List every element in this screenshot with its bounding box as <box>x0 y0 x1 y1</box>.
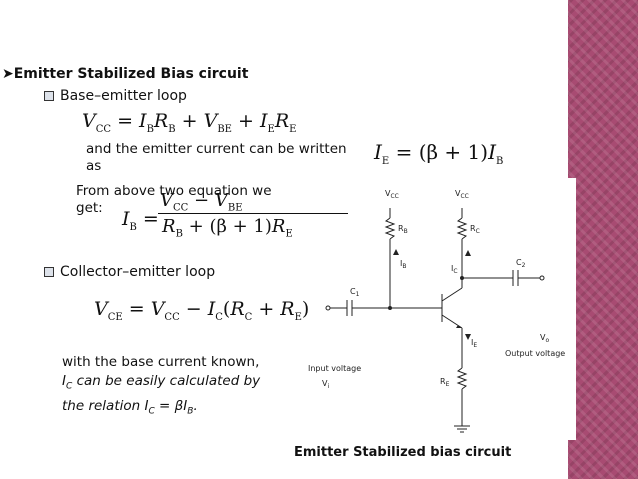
collector-emitter-title: Collector–emitter loop <box>60 264 216 280</box>
ib-label: IB <box>400 259 406 270</box>
circuit-caption: Emitter Stabilized bias circuit <box>294 445 512 460</box>
from-above-text: From above two equation we get: <box>76 183 272 217</box>
ie-label: IE <box>471 338 477 349</box>
input-voltage-label: Input voltage <box>308 364 361 373</box>
fraction-bar <box>158 213 348 214</box>
eq-lhs: IB = <box>122 208 159 233</box>
decorative-side-panel <box>568 0 638 479</box>
main-bullet: ➤Emitter Stabilized Bias circuit <box>2 66 248 82</box>
base-emitter-title: Base–emitter loop <box>60 88 187 104</box>
conclusion-line1: with the base current known, <box>62 354 260 370</box>
conclusion-text: with the base current known, IC can be e… <box>62 353 292 421</box>
collector-emitter-bullet: Collector–emitter loop <box>44 264 215 280</box>
emitter-text-line2: as <box>86 158 102 174</box>
eq-denominator: RB + (β + 1)RE <box>162 216 293 240</box>
eq-numerator: VCC − VBE <box>160 190 243 214</box>
from-above-line2: get: <box>76 200 103 216</box>
arrow-bullet-icon: ➤ <box>2 66 14 82</box>
base-emitter-bullet: Base–emitter loop <box>44 88 187 104</box>
emitter-text-line1: and the emitter current can be written <box>86 141 347 157</box>
emitter-current-text: and the emitter current can be written a… <box>86 141 347 175</box>
conclusion-line2: IC can be easily calculated by <box>62 373 261 392</box>
vo-label: Vo <box>540 333 549 344</box>
output-voltage-label: Output voltage <box>505 349 565 358</box>
c1-label: C1 <box>350 287 360 298</box>
heading-text: Emitter Stabilized Bias circuit <box>13 66 249 82</box>
vcc-label-right: VCC <box>455 189 469 200</box>
checkbox-bullet-icon <box>44 267 54 277</box>
side-panel-gap <box>566 178 576 440</box>
rb-label: RB <box>398 224 408 235</box>
equation-emitter-current: IE = (β + 1)IB <box>374 140 504 167</box>
c2-label: C2 <box>516 258 526 269</box>
checkbox-bullet-icon <box>44 91 54 101</box>
rc-label: RC <box>470 224 480 235</box>
vi-label: Vi <box>322 379 329 390</box>
re-label: RE <box>440 377 450 388</box>
equation-collector-loop: VCE = VCC − IC(RC + RE) <box>94 298 310 323</box>
equation-base-loop: VCC = IBRB + VBE + IERE <box>82 110 297 135</box>
ic-label: IC <box>451 264 458 275</box>
from-above-line1: From above two equation we <box>76 183 272 199</box>
vcc-label-left: VCC <box>385 189 399 200</box>
conclusion-line3: the relation IC = βIB. <box>62 397 198 417</box>
emitter-stabilized-circuit-diagram: VCC VCC RB RC IB IC IE C1 C2 Vo Output v… <box>308 189 565 433</box>
